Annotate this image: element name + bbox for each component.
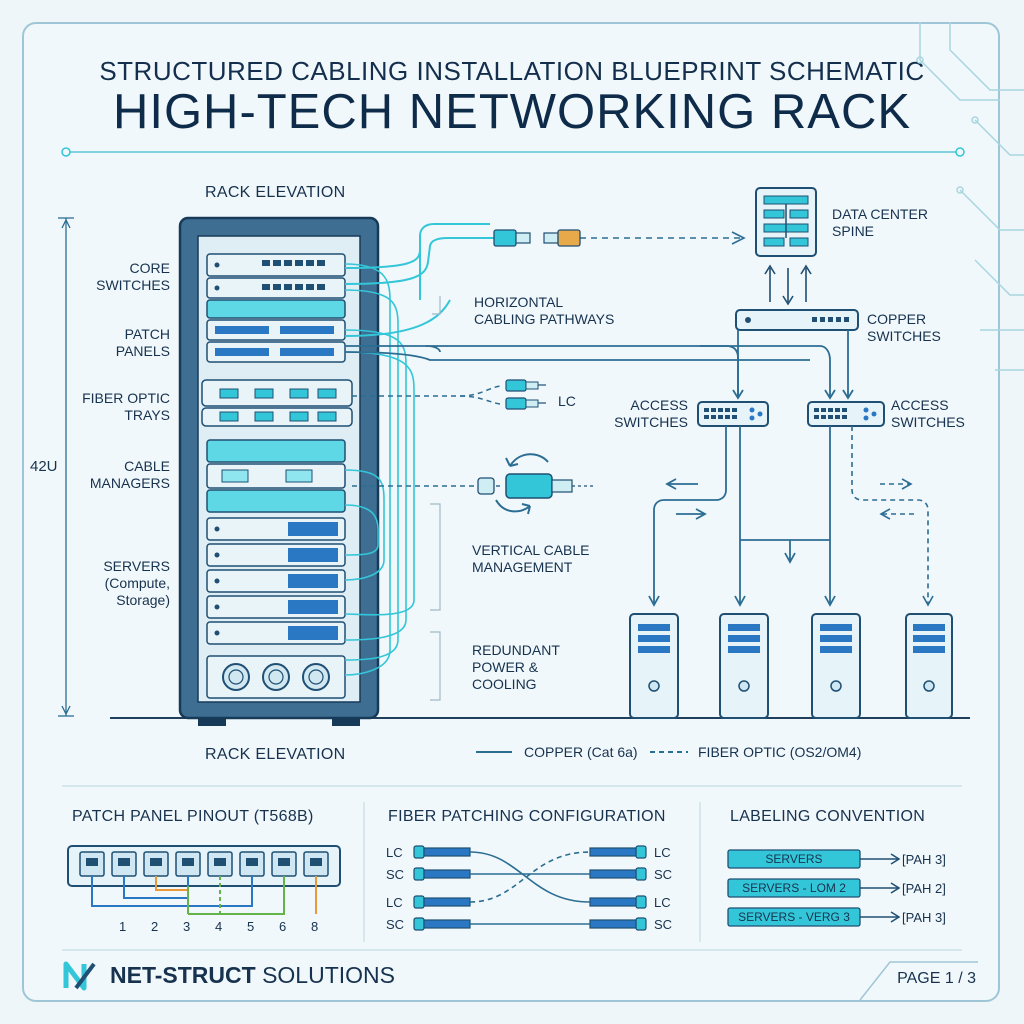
server-units (206, 517, 346, 645)
rj45-connector-icon (493, 229, 581, 247)
patch-panel-unit (206, 299, 346, 363)
fiber-tray-unit (201, 379, 353, 427)
spine-uplink-cable (344, 223, 746, 337)
rack-height-dimension (58, 217, 74, 717)
lc-connector-icon (505, 379, 546, 410)
pin-number: 8 (311, 919, 319, 934)
fiber-right-label: SC (654, 867, 673, 882)
core-switch-unit (206, 253, 346, 299)
page-subtitle: STRUCTURED CABLING INSTALLATION BLUEPRIN… (99, 56, 925, 86)
page-number: PAGE 1 / 3 (897, 970, 976, 987)
rack-elevation-top-label: RACK ELEVATION (205, 184, 346, 201)
pin-number: 5 (247, 919, 255, 934)
access-switch-left-icon (697, 401, 769, 427)
fiber-left-label: SC (386, 917, 405, 932)
brand: NET-STRUCT SOLUTIONS (62, 962, 395, 989)
legend-copper-label: COPPER (Cat 6a) (524, 744, 638, 760)
fiber-tray-links (352, 385, 501, 487)
spine-link-arrows (764, 264, 812, 306)
cooling-fan-unit (206, 655, 346, 699)
label-target: [PAH 2] (902, 881, 946, 896)
rack-elevation-bottom-label: RACK ELEVATION (205, 746, 346, 763)
fiber-arrowheads (879, 478, 934, 607)
labeling-title: LABELING CONVENTION (730, 808, 926, 825)
fiber-left-label: SC (386, 867, 405, 882)
component-label-servers: SERVERS(Compute,Storage) (103, 558, 170, 608)
server-connection-lines (648, 426, 836, 607)
fiber-right-label: LC (654, 845, 671, 860)
label-tag: SERVERS (765, 852, 823, 866)
fiber-left-label: LC (386, 845, 403, 860)
pin-number: 4 (215, 919, 223, 934)
pin-number: 6 (279, 919, 287, 934)
patch-panel-pinout-diagram (67, 845, 341, 915)
pin-number: 2 (151, 919, 159, 934)
annotation-brackets (430, 296, 441, 701)
cable-manager-unit (206, 439, 346, 513)
fiber-right-label: LC (654, 895, 671, 910)
network-rack (178, 216, 380, 726)
label-target: [PAH 3] (902, 910, 946, 925)
access-switch-right-icon (807, 401, 885, 427)
fiber-connector-icon (477, 453, 594, 515)
brand-name: NET-STRUCT SOLUTIONS (110, 962, 395, 988)
fiber-patching-title: FIBER PATCHING CONFIGURATION (388, 808, 666, 825)
copper-distribution-lines (344, 330, 854, 400)
page-tab-outline (859, 961, 978, 1001)
labeling-convention-diagram (727, 849, 901, 927)
legend-fiber-label: FIBER OPTIC (OS2/OM4) (698, 744, 862, 760)
data-center-spine-icon (755, 187, 817, 257)
tower-server-icons (629, 613, 953, 719)
copper-switch-icon (735, 309, 859, 331)
pin-number: 3 (183, 919, 191, 934)
label-target: [PAH 3] (902, 852, 946, 867)
label-tag: SERVERS - LOM 2 (742, 881, 846, 895)
fiber-server-lines (851, 426, 929, 604)
rack-height-label: 42U (30, 458, 58, 475)
circuit-trace-decoration (61, 22, 1024, 371)
page-title: HIGH-TECH NETWORKING RACK (112, 85, 912, 139)
fiber-right-label: SC (654, 917, 673, 932)
net-struct-logo-icon (63, 961, 96, 991)
pin-number: 1 (119, 919, 127, 934)
lc-connector-label: LC (558, 393, 576, 409)
fiber-patching-diagram (413, 845, 647, 931)
label-tag: SERVERS - VERG 3 (738, 910, 850, 924)
fiber-left-label: LC (386, 895, 403, 910)
pinout-title: PATCH PANEL PINOUT (T568B) (72, 808, 314, 825)
